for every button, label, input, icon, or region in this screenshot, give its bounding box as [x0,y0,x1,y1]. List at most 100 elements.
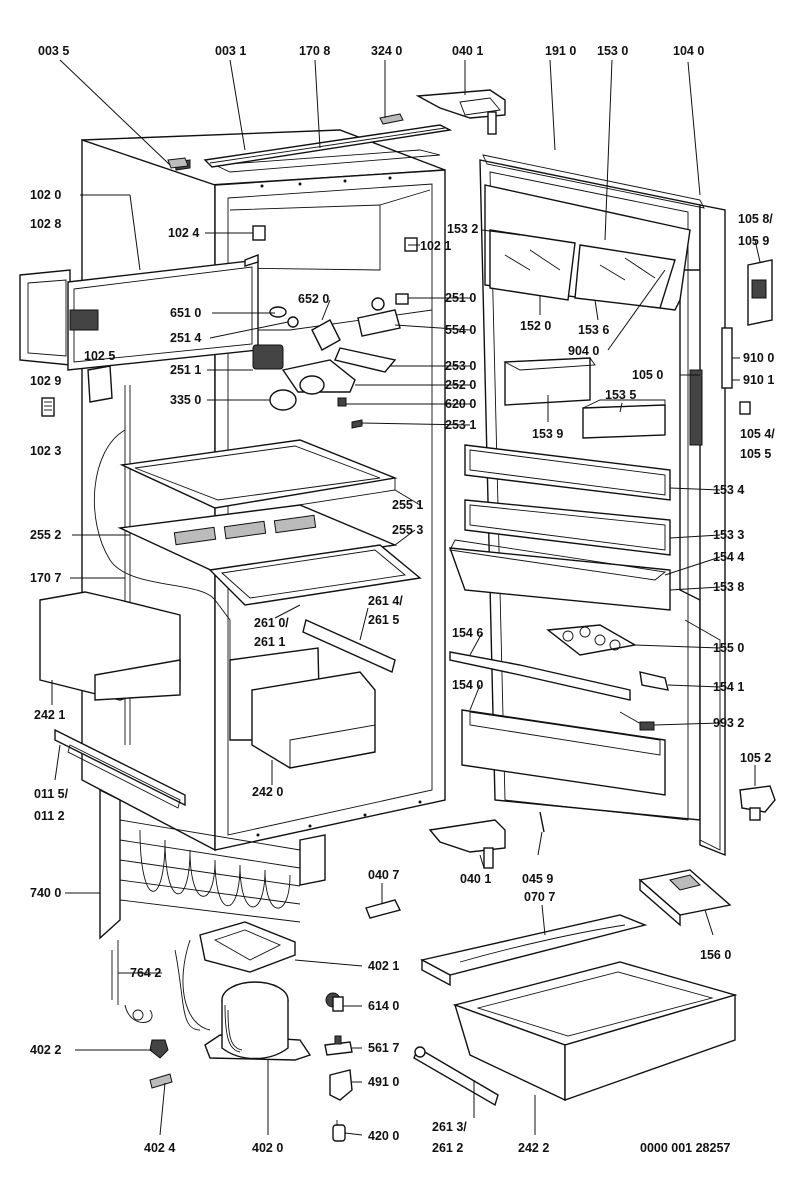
part-402-4 [149,1073,173,1089]
egg-tray [546,624,638,656]
label-402-4: 402 4 [144,1141,175,1155]
label-155-0: 155 0 [713,641,744,655]
label-554-0: 554 0 [445,323,476,337]
label-105-4: 105 4/ [740,427,775,441]
part-105-4 [739,401,751,415]
part-910-0 [721,327,733,389]
label-253-1: 253 1 [445,418,476,432]
thermostat-assembly [252,306,397,429]
hinge-105-2 [739,785,776,821]
label-040-1-top: 040 1 [452,44,483,58]
label-261-2: 261 2 [432,1141,463,1155]
label-652-0: 652 0 [298,292,329,306]
part-154-1 [639,671,669,691]
top-hinge [415,89,506,135]
label-011-5: 011 5/ [34,787,69,801]
label-154-1: 154 1 [713,680,744,694]
label-402-0: 402 0 [252,1141,283,1155]
label-255-1: 255 1 [392,498,423,512]
label-251-1: 251 1 [170,363,201,377]
label-102-3: 102 3 [30,444,61,458]
screw-045-9 [539,811,545,833]
label-105-0: 105 0 [632,368,663,382]
label-070-7: 070 7 [524,890,555,904]
label-105-8: 105 8/ [738,212,773,226]
label-040-1-bottom: 040 1 [460,872,491,886]
label-102-8: 102 8 [30,217,61,231]
label-003-1: 003 1 [215,44,246,58]
door-shelf-153-3 [464,499,671,556]
dairy-compartment [484,184,691,311]
glass-shelf-255-1 [119,439,398,519]
label-910-0: 910 0 [743,351,774,365]
label-152-0: 152 0 [520,319,551,333]
retainer-154-6 [449,651,631,701]
bottom-hinge [428,819,506,869]
label-324-0: 324 0 [371,44,402,58]
part-040-7 [365,899,402,919]
rail-011-5 [54,728,186,809]
leader-lines [51,59,761,1136]
label-003-5: 003 5 [38,44,69,58]
label-910-1: 910 1 [743,373,774,387]
frame-screws [256,176,422,837]
lamp-socket [357,293,409,337]
door-shelf-153-4 [464,444,671,501]
label-153-5: 153 5 [605,388,636,402]
box-153-9 [503,357,596,406]
label-045-9: 045 9 [522,872,553,886]
rail-261-3 [413,1046,499,1107]
ice-tray [638,869,732,927]
box-153-5 [582,399,666,439]
label-105-9: 105 9 [738,234,769,248]
label-993-2: 993 2 [713,716,744,730]
label-156-0: 156 0 [700,948,731,962]
strip-105-0 [689,369,703,446]
label-153-0: 153 0 [597,44,628,58]
base-cover-070-7 [420,914,648,987]
part-105-8 [747,259,773,326]
label-251-4: 251 4 [170,331,201,345]
label-153-3: 153 3 [713,528,744,542]
label-154-6: 154 6 [452,626,483,640]
label-252-0: 252 0 [445,378,476,392]
label-242-1: 242 1 [34,708,65,722]
drawer-242-2 [452,961,738,1102]
bottle-shelf [461,709,666,796]
label-105-2: 105 2 [740,751,771,765]
label-153-9: 153 9 [532,427,563,441]
capillary-tube [111,940,201,1031]
label-261-0: 261 0/ [254,616,289,630]
label-011-2: 011 2 [34,809,65,823]
label-242-2: 242 2 [518,1141,549,1155]
label-102-5: 102 5 [84,349,115,363]
label-154-0: 154 0 [452,678,483,692]
top-rail [167,113,453,169]
condenser [99,788,326,940]
label-261-5: 261 5 [368,613,399,627]
label-255-2: 255 2 [30,528,61,542]
label-170-7: 170 7 [30,571,61,585]
label-764-2: 764 2 [130,966,161,980]
gasket-191-0 [482,154,705,209]
label-102-4: 102 4 [168,226,199,240]
part-labels: 003 5 003 1 170 8 324 0 040 1 191 0 153 … [30,44,775,1155]
label-105-5: 105 5 [740,447,771,461]
label-253-0: 253 0 [445,359,476,373]
crisper-242-0 [229,647,376,769]
cover-491-0 [329,1069,353,1101]
label-102-9: 102 9 [30,374,61,388]
drain-tray [182,921,296,1031]
freezer-flap [19,253,259,371]
capacitor-420-0 [332,1120,346,1142]
part-102-4 [252,225,266,241]
part-102-3 [41,397,55,417]
label-104-0: 104 0 [673,44,704,58]
label-740-0: 740 0 [30,886,61,900]
glass-shelf-255-3 [208,544,422,606]
part-102-5 [87,365,113,403]
label-261-4: 261 4/ [368,594,403,608]
label-651-0: 651 0 [170,306,201,320]
label-102-1: 102 1 [420,239,451,253]
part-993-2 [619,711,655,731]
